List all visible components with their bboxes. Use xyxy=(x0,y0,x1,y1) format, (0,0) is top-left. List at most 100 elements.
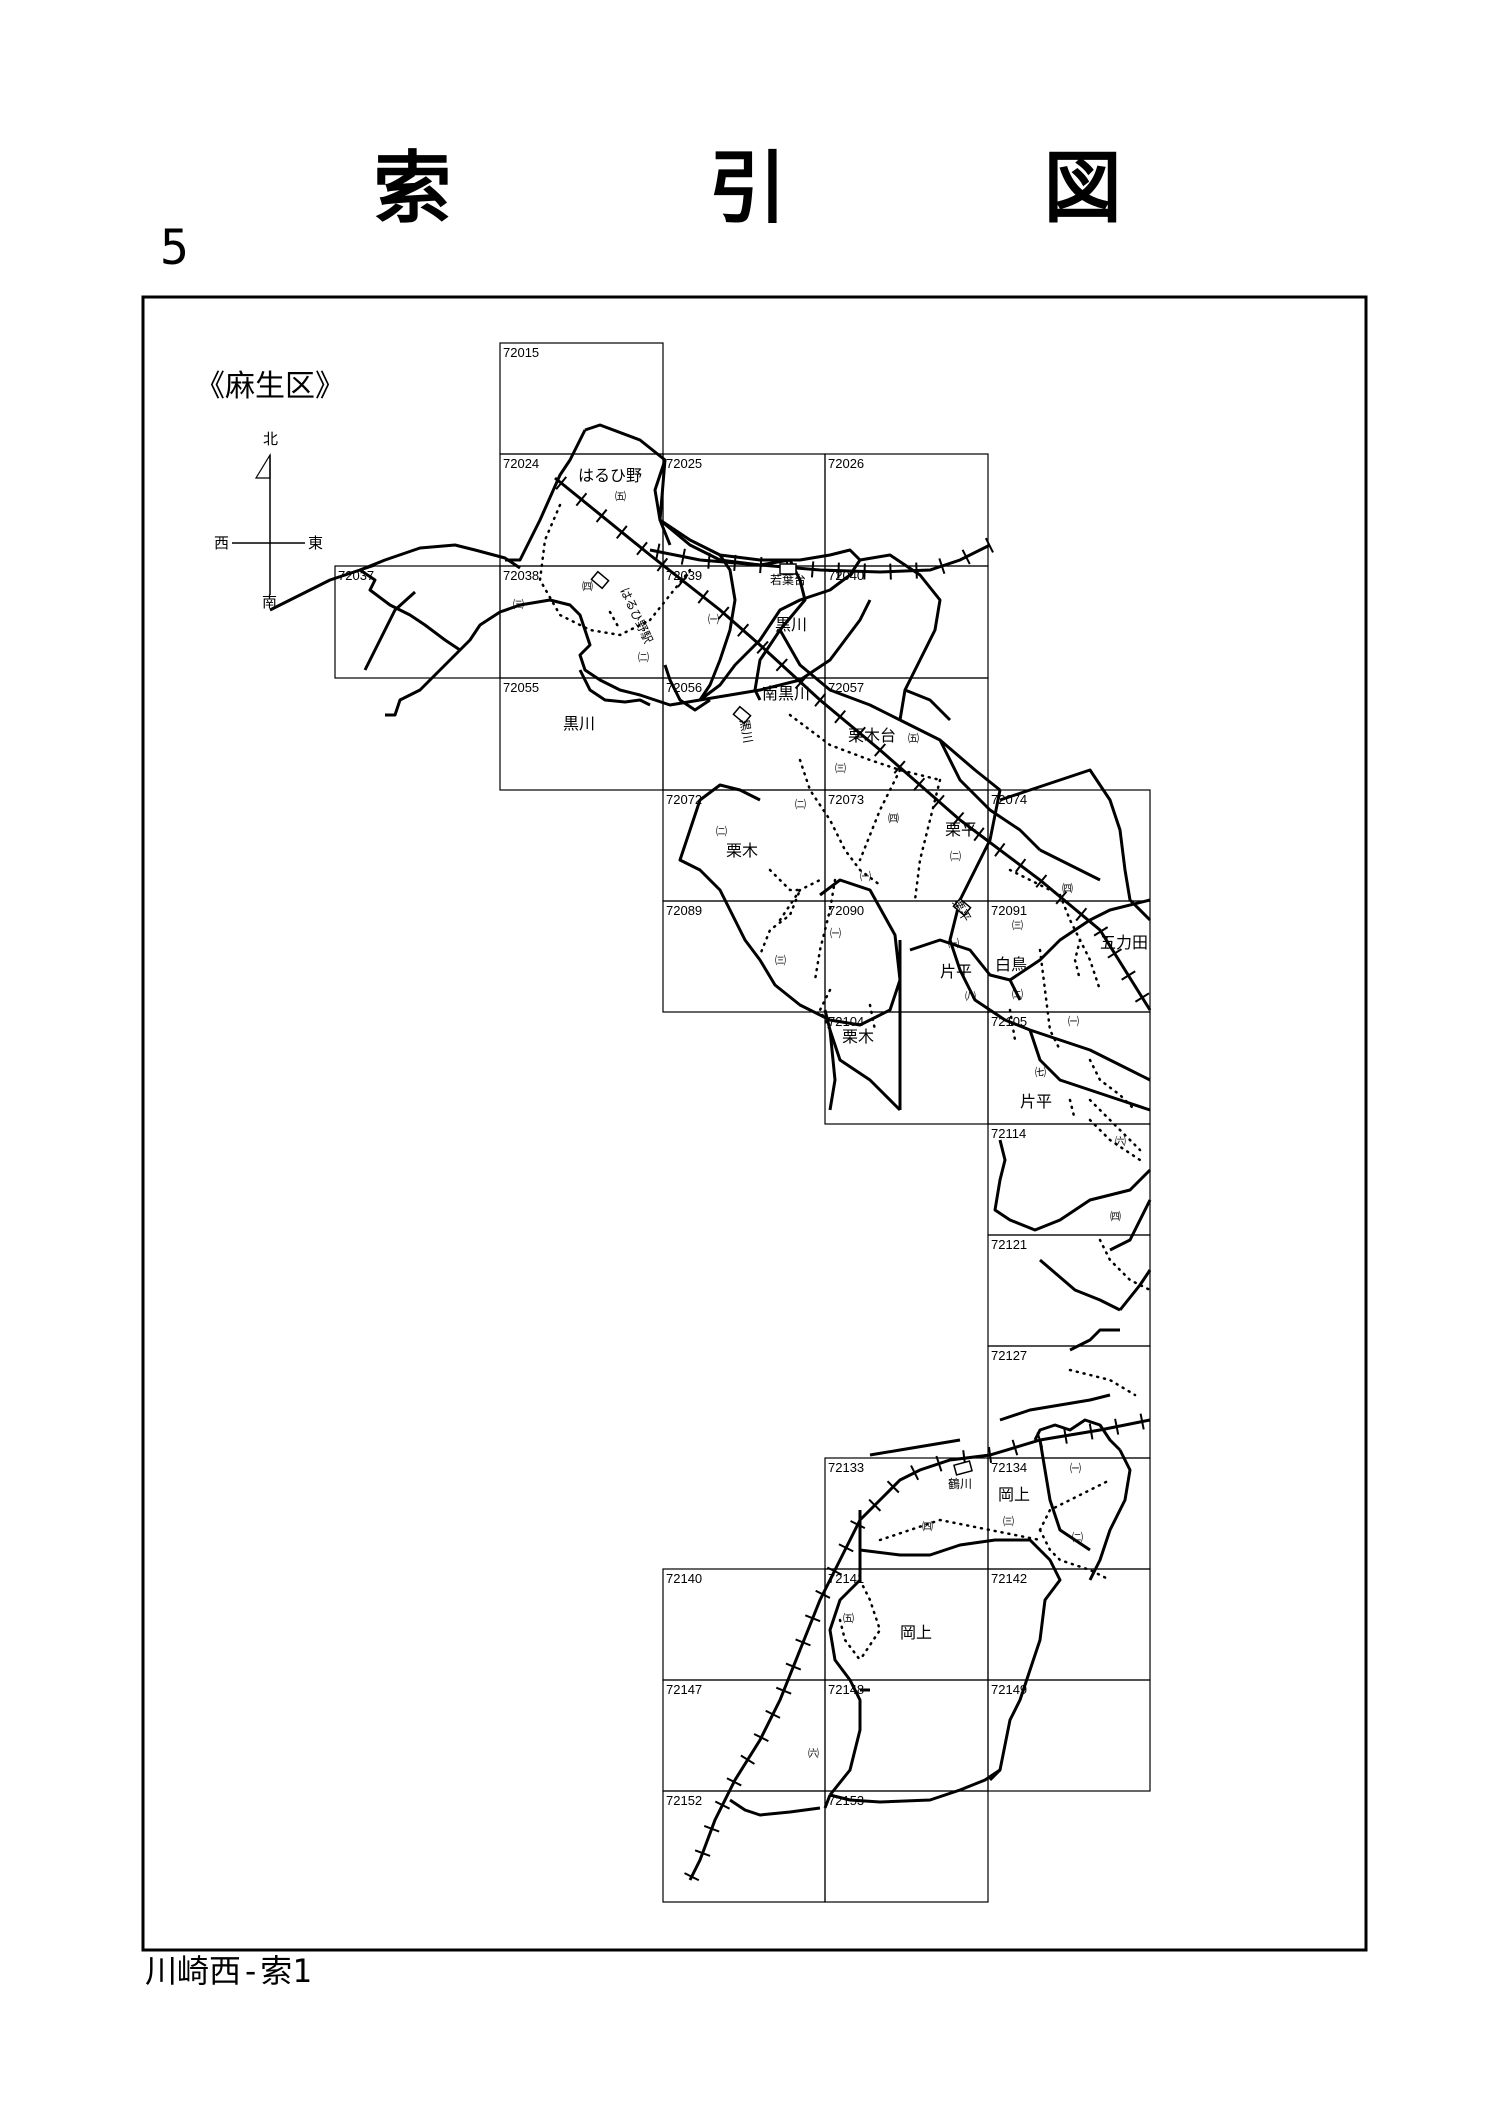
railway-tie xyxy=(863,563,866,580)
grid-cell-number: 72072 xyxy=(666,792,702,807)
railway-tie xyxy=(759,557,763,574)
railway-tie xyxy=(1055,890,1068,905)
station-kurokawa-label: 黒川 xyxy=(737,718,755,744)
subdivision-number: ㈧ xyxy=(965,990,976,1003)
railway-tie xyxy=(733,554,737,571)
railway-tie xyxy=(555,476,568,490)
grid-cell-number: 72015 xyxy=(503,345,539,360)
railway-tie xyxy=(1139,1413,1145,1430)
railway-tie xyxy=(837,562,840,579)
railway-tie xyxy=(834,709,846,724)
place-kurigidai: 栗木台 xyxy=(848,726,896,745)
railway-tie xyxy=(765,1709,781,1719)
grid-cell[interactable] xyxy=(987,1679,1151,1792)
place-kurokawa: 黒川 xyxy=(775,615,807,634)
place-kurihira: 栗平 xyxy=(945,820,977,839)
station-icon xyxy=(732,705,752,725)
place-okagami: 岡上 xyxy=(900,1623,932,1642)
railway-tie xyxy=(795,1638,811,1647)
railway-tie xyxy=(913,777,926,791)
grid-cell-number: 72134 xyxy=(991,1460,1027,1475)
railway-tie xyxy=(850,1520,866,1530)
subdivision-number: ㈡ xyxy=(950,850,961,863)
railway-ties xyxy=(555,476,1150,1882)
railway-tie xyxy=(636,541,648,556)
subdivision-number: ㈠ xyxy=(830,927,841,940)
railway-tie xyxy=(756,640,769,654)
subdivision-number: ㈠ xyxy=(708,613,719,626)
railway-tie xyxy=(810,561,815,578)
place-kurokawa: 黒川 xyxy=(563,714,595,733)
station-wakabadai: 若葉台 xyxy=(770,572,806,587)
grid-cell[interactable] xyxy=(824,1790,989,1903)
railway-tie xyxy=(994,842,1006,857)
map-frame xyxy=(141,295,1368,1952)
subdivision-number: ㈡ xyxy=(716,825,727,838)
railway-tie xyxy=(1011,1439,1019,1456)
railway-tie xyxy=(794,675,808,690)
place-minamikurokawa: 南黒川 xyxy=(762,684,810,703)
compass-south: 南 xyxy=(262,593,277,611)
grid-cell-number: 72025 xyxy=(666,456,702,471)
subdivision-number: ㈤ xyxy=(615,490,626,503)
railway-tie xyxy=(1075,907,1088,922)
ward-label: 《麻生区》 xyxy=(195,369,345,404)
grid-cell-number: 72142 xyxy=(991,1571,1027,1586)
station-icon xyxy=(779,563,797,575)
railway-tie xyxy=(889,563,892,580)
railway-tie xyxy=(938,558,946,574)
grid-cell-number: 72089 xyxy=(666,903,702,918)
subdivision-number: ㈢ xyxy=(513,598,524,611)
grid-cell-number: 72140 xyxy=(666,1571,702,1586)
railway-tie xyxy=(952,811,965,826)
railway-tie xyxy=(1063,1427,1068,1444)
footer-label: 川崎西-索1 xyxy=(145,1952,312,1990)
subdivision-number: ㈠ xyxy=(1070,1462,1081,1475)
railway-tie xyxy=(915,562,918,579)
railway-tie xyxy=(575,492,588,507)
railway-tie xyxy=(874,743,887,757)
railway-tie xyxy=(703,1825,720,1833)
subdivision-number: ㈢ xyxy=(835,762,846,775)
subdivision-number: ㈠ xyxy=(948,937,959,950)
north-arrow-icon xyxy=(254,452,271,479)
station-icon xyxy=(952,897,972,917)
district-boundaries xyxy=(269,423,1152,1817)
railway-tie xyxy=(1014,858,1027,873)
railway-tie xyxy=(775,1686,792,1695)
railway-tie xyxy=(893,760,906,774)
subdivision-number: ㈠ xyxy=(860,870,871,883)
subdivision-number: ㈣ xyxy=(582,580,593,593)
subdivision-number: ㈥ xyxy=(1115,1135,1126,1148)
subdivision-number: ㈣ xyxy=(1062,882,1073,895)
subdivision-number: ㈦ xyxy=(1035,1066,1046,1079)
grid-cell-number: 72133 xyxy=(828,1460,864,1475)
railway-tie xyxy=(1036,1432,1044,1449)
railway-tie xyxy=(854,726,866,741)
grid-cell-number: 72141 xyxy=(828,1571,864,1586)
railway-tie xyxy=(714,1800,731,1810)
railway-tie xyxy=(935,1455,943,1472)
railway-tie xyxy=(785,1662,802,1671)
station-icon xyxy=(953,1460,973,1476)
subdivision-number: ㈤ xyxy=(908,732,919,745)
railway-tie xyxy=(595,508,608,523)
subdivision-number: ㈡ xyxy=(1072,1531,1083,1544)
stations xyxy=(590,563,973,1476)
railway-tie xyxy=(1114,1418,1120,1435)
railway-tie xyxy=(615,525,628,539)
railway-tie xyxy=(737,623,750,637)
grid-cell-number: 72073 xyxy=(828,792,864,807)
railway-tie xyxy=(655,543,661,560)
grid-cell-number: 72152 xyxy=(666,1793,702,1808)
railway-tie xyxy=(961,549,971,565)
railway-tie xyxy=(988,1446,993,1464)
grid-cell-number: 72127 xyxy=(991,1348,1027,1363)
place-shiratori: 白鳥 xyxy=(995,955,1027,974)
railway-tie xyxy=(838,1543,854,1553)
railway-tie xyxy=(684,1872,700,1882)
railway-tie xyxy=(694,1849,711,1857)
subdivision-number: ㈢ xyxy=(775,954,786,967)
railway-tie xyxy=(973,827,985,842)
